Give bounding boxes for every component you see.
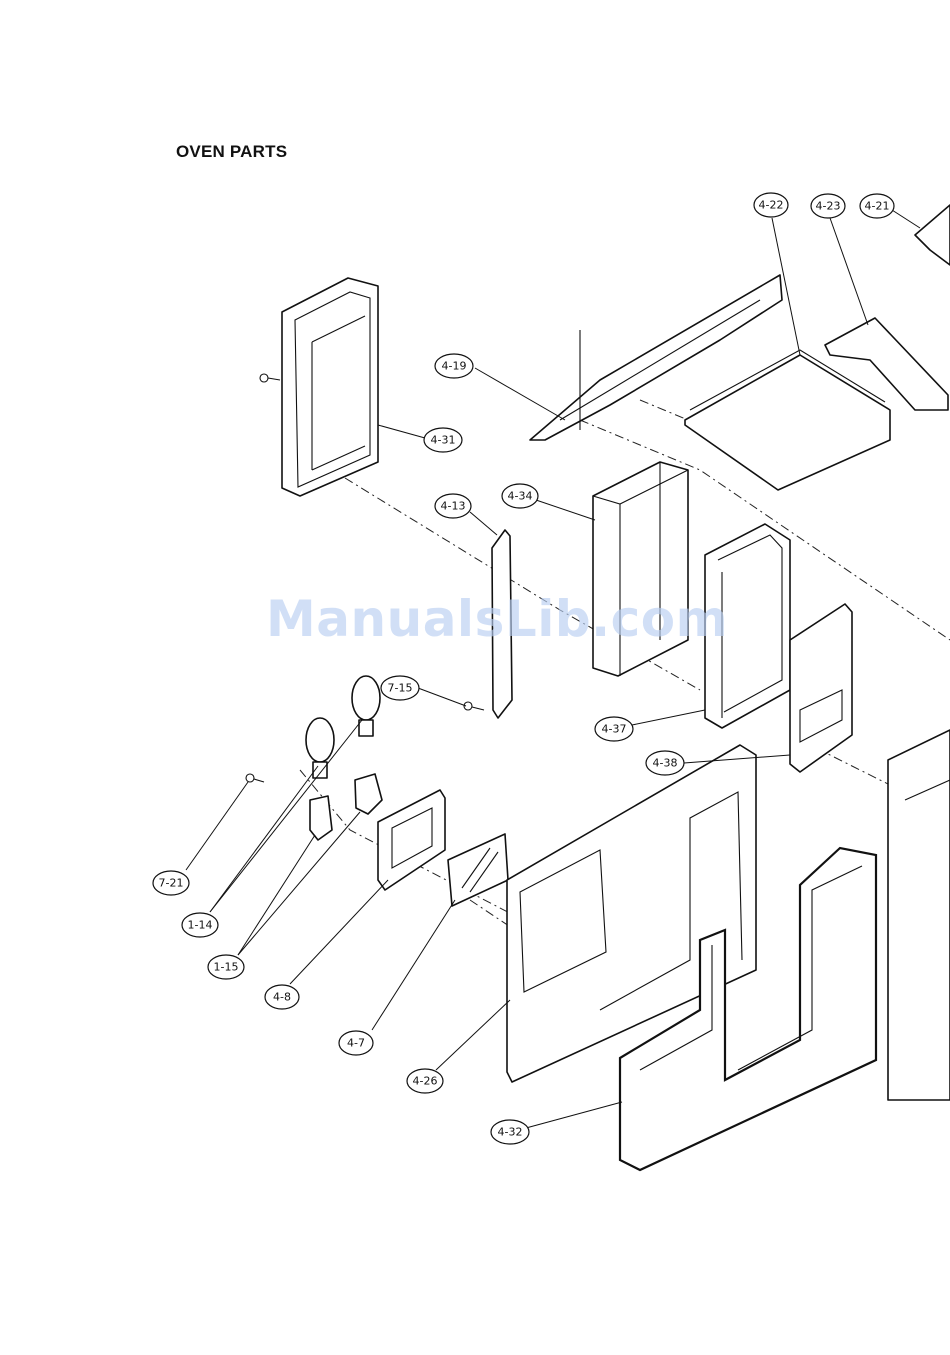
part-4-38-frame (790, 604, 852, 772)
watermark: ManualsLib.com (266, 590, 728, 648)
callout-7-15: 7-15 (381, 676, 419, 700)
svg-text:4-23: 4-23 (816, 200, 841, 213)
svg-text:4-22: 4-22 (759, 199, 784, 212)
svg-text:4-21: 4-21 (865, 200, 890, 213)
svg-text:4-7: 4-7 (347, 1037, 365, 1050)
callout-4-23: 4-23 (811, 194, 845, 218)
callout-1-15: 1-15 (208, 955, 244, 979)
svg-text:4-8: 4-8 (273, 991, 291, 1004)
callout-4-13: 4-13 (435, 494, 471, 518)
part-7-15-screw (464, 702, 484, 710)
svg-text:4-19: 4-19 (442, 360, 467, 373)
part-7-21-screw (246, 774, 264, 782)
part-1-15-sockets (310, 774, 382, 840)
part-4-31-box (260, 278, 378, 496)
part-4-21-panel (915, 205, 950, 265)
svg-text:7-15: 7-15 (388, 682, 413, 695)
part-4-8-bracket (378, 790, 445, 890)
svg-text:7-21: 7-21 (159, 877, 184, 890)
callout-4-8: 4-8 (265, 985, 299, 1009)
part-1-14-lamps (306, 676, 380, 778)
svg-text:4-26: 4-26 (413, 1075, 438, 1088)
part-4-22-plate (685, 350, 890, 490)
callout-4-37: 4-37 (595, 717, 633, 741)
callout-4-38: 4-38 (646, 751, 684, 775)
callout-4-31: 4-31 (424, 428, 462, 452)
svg-text:1-14: 1-14 (188, 919, 213, 932)
callout-4-34: 4-34 (502, 484, 538, 508)
part-4-7-glass (448, 834, 508, 906)
callout-4-22: 4-22 (754, 193, 788, 217)
callout-4-26: 4-26 (407, 1069, 443, 1093)
callout-4-32: 4-32 (491, 1120, 529, 1144)
callout-7-21: 7-21 (153, 871, 189, 895)
svg-text:4-31: 4-31 (431, 434, 456, 447)
callout-1-14: 1-14 (182, 913, 218, 937)
svg-text:4-34: 4-34 (508, 490, 533, 503)
part-oven-body (888, 730, 950, 1100)
callout-4-21: 4-21 (860, 194, 894, 218)
svg-text:1-15: 1-15 (214, 961, 239, 974)
svg-text:4-38: 4-38 (653, 757, 678, 770)
svg-text:4-37: 4-37 (602, 723, 627, 736)
callout-4-19: 4-19 (435, 354, 473, 378)
callout-4-7: 4-7 (339, 1031, 373, 1055)
svg-text:4-13: 4-13 (441, 500, 466, 513)
svg-text:4-32: 4-32 (498, 1126, 523, 1139)
